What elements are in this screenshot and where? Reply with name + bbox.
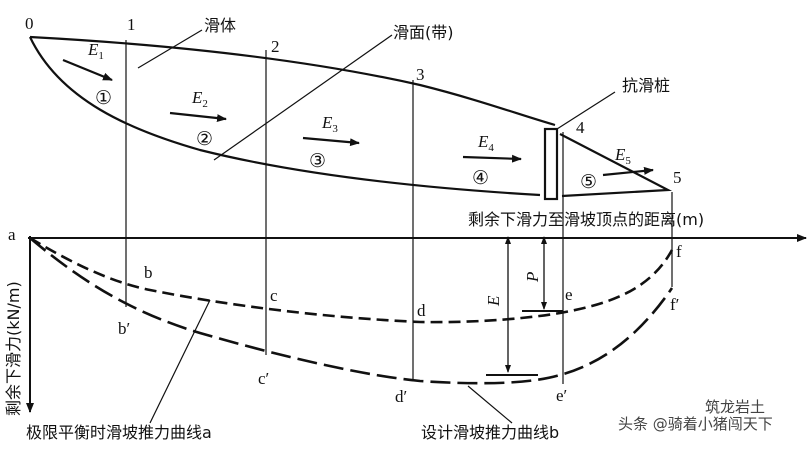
curve-callout-leaders (149, 299, 513, 424)
force-label-4: E4 (477, 132, 494, 154)
point-d-prime: d′ (395, 387, 407, 406)
force-arrow-1 (62, 58, 113, 82)
section-divider-lines (125, 40, 673, 384)
dim-E-label: E (484, 295, 503, 307)
section-point-label-2: 2 (271, 37, 280, 56)
point-e: e (565, 285, 573, 304)
force-label-1: E1 (87, 40, 104, 62)
curve-b-point-labels: b′ c′ d′ e′ f′ (118, 295, 679, 406)
pile-leader (556, 91, 616, 130)
callout-leaders (137, 29, 616, 161)
origin-label: a (8, 225, 16, 244)
section-point-label-4: 4 (576, 118, 585, 137)
sliding-body-label: 滑体 (204, 16, 236, 35)
watermark-text: 头条 @骑着小猪闯天下 (618, 415, 773, 433)
point-d: d (417, 301, 426, 320)
curve-a-name: 极限平衡时滑坡推力曲线a (26, 423, 212, 442)
thrust-arrows (62, 58, 654, 177)
landslide-section (29, 35, 673, 201)
curve-a-leader (149, 299, 211, 424)
force-label-3: E3 (321, 113, 338, 135)
point-b: b (144, 263, 153, 282)
slope-ground-surface (29, 35, 556, 127)
force-label-2: E2 (191, 88, 208, 110)
dimension-lines (486, 236, 563, 376)
force-arrow-3 (302, 136, 360, 147)
anti-slide-pile-label: 抗滑桩 (622, 76, 670, 95)
chart-axes (26, 234, 807, 413)
force-arrow-5 (602, 166, 654, 177)
watermark-text-2: 筑龙岩土 (705, 398, 765, 416)
sliding-surface-leader (213, 34, 393, 161)
block-number-2: ② (196, 128, 213, 150)
sliding-surface-line (29, 36, 541, 197)
toe-block-outline (559, 133, 673, 198)
point-c: c (270, 286, 278, 305)
sliding-body-leader (137, 29, 203, 69)
section-point-labels: 0 1 2 3 4 5 (25, 14, 682, 187)
curve-b-leader (467, 385, 513, 424)
force-arrow-4 (462, 154, 522, 163)
point-c-prime: c′ (258, 369, 269, 388)
curve-b-name: 设计滑坡推力曲线b (421, 423, 559, 442)
point-f-prime: f′ (670, 295, 679, 314)
sliding-surface-label: 滑面(带) (393, 23, 454, 42)
x-axis-title: 剩余下滑力至滑坡顶点的距离(m) (468, 210, 704, 229)
force-label-5: E5 (614, 145, 631, 167)
section-point-label-0: 0 (25, 14, 34, 33)
section-point-label-1: 1 (127, 15, 136, 34)
section-point-label-3: 3 (416, 65, 425, 84)
block-numbers: ① ② ③ ④ ⑤ (95, 87, 597, 193)
block-number-5: ⑤ (580, 171, 597, 193)
curve-a-point-labels: b c d e f (144, 242, 682, 320)
point-e-prime: e′ (556, 386, 567, 405)
point-f: f (676, 242, 682, 261)
dim-P-label: P (523, 272, 542, 283)
anti-slide-pile (543, 127, 559, 201)
force-labels: E1 E2 E3 E4 E5 (87, 40, 631, 167)
thrust-curve-b (29, 237, 674, 385)
block-number-3: ③ (309, 150, 326, 172)
thrust-curve-a (29, 236, 674, 324)
force-arrow-2 (169, 111, 227, 123)
point-b-prime: b′ (118, 319, 130, 338)
y-axis-title: 剩余下滑力(kN/m) (4, 281, 23, 416)
block-number-1: ① (95, 87, 112, 109)
section-point-label-5: 5 (673, 168, 682, 187)
block-number-4: ④ (472, 167, 489, 189)
